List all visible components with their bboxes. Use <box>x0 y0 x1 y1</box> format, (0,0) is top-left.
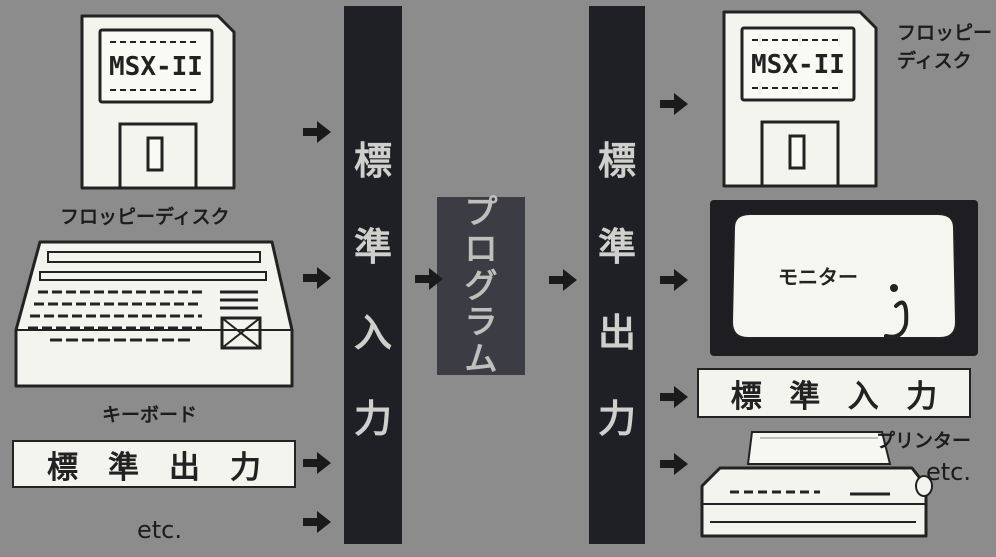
stdin-output-box-char: 力 <box>906 378 938 415</box>
right-arrow-icon <box>660 386 688 408</box>
monitor-icon: モニター <box>710 200 978 356</box>
stdout-input-box-char: 準 <box>108 449 139 486</box>
program-char: ロ <box>464 228 498 268</box>
printer-icon <box>700 431 933 538</box>
program-char: グ <box>464 265 498 305</box>
keyboard-icon <box>14 240 294 388</box>
floppy-label-text: MSX-II <box>751 50 845 80</box>
right-arrow-icon <box>303 267 331 289</box>
floppy-label-text: MSX-II <box>109 52 203 82</box>
stdin-output-box-char: 標 <box>730 378 762 415</box>
right-arrow-icon <box>303 121 331 143</box>
stdin-column-char: 力 <box>353 397 392 441</box>
floppy-disk-icon: MSX-II <box>80 14 236 190</box>
floppy-disk-label: フロッピーディスク <box>60 206 230 228</box>
stdout-column: 標 準 出 力 <box>589 6 645 544</box>
right-arrow-icon <box>303 511 331 533</box>
floppy-disk-icon: MSX-II <box>722 10 878 188</box>
right-arrow-icon <box>549 269 577 291</box>
stdout-column-char: 標 <box>597 139 636 183</box>
stdout-input-box-char: 力 <box>230 449 261 486</box>
program-char: プ <box>464 191 498 231</box>
output-etc-label: etc. <box>926 458 971 486</box>
stdin-column-char: 準 <box>353 225 392 269</box>
right-arrow-icon <box>660 453 688 475</box>
stdin-column-char: 入 <box>353 311 392 355</box>
stdout-input-box: 標 準 出 力 <box>12 440 296 488</box>
stdin-column-char: 標 <box>353 139 392 183</box>
monitor-text: モニター <box>778 265 858 289</box>
stdout-input-box-char: 出 <box>169 449 200 486</box>
keyboard-label: キーボード <box>102 404 198 426</box>
program-char: ム <box>464 339 498 379</box>
right-arrow-icon <box>660 93 688 115</box>
stdout-input-box-char: 標 <box>47 449 78 486</box>
stdin-output-box: 標 準 入 力 <box>697 368 971 418</box>
right-arrow-icon <box>660 269 688 291</box>
program-char: ラ <box>464 302 498 342</box>
stdout-column-char: 出 <box>597 311 636 355</box>
stdout-column-char: 準 <box>597 225 636 269</box>
stdin-output-box-char: 準 <box>789 378 821 415</box>
program-box: プ ロ グ ラ ム <box>437 191 525 379</box>
output-floppy-label-1: フロッピー <box>897 22 993 44</box>
printer-label: プリンター <box>876 430 972 452</box>
right-arrow-icon <box>415 268 443 290</box>
right-arrow-icon <box>303 452 331 474</box>
stdin-column: 標 準 入 力 <box>344 6 402 544</box>
input-etc-label: etc. <box>137 516 182 544</box>
stdout-column-char: 力 <box>597 397 636 441</box>
stdin-output-box-char: 入 <box>847 378 879 415</box>
output-floppy-label-2: ディスク <box>897 50 972 72</box>
